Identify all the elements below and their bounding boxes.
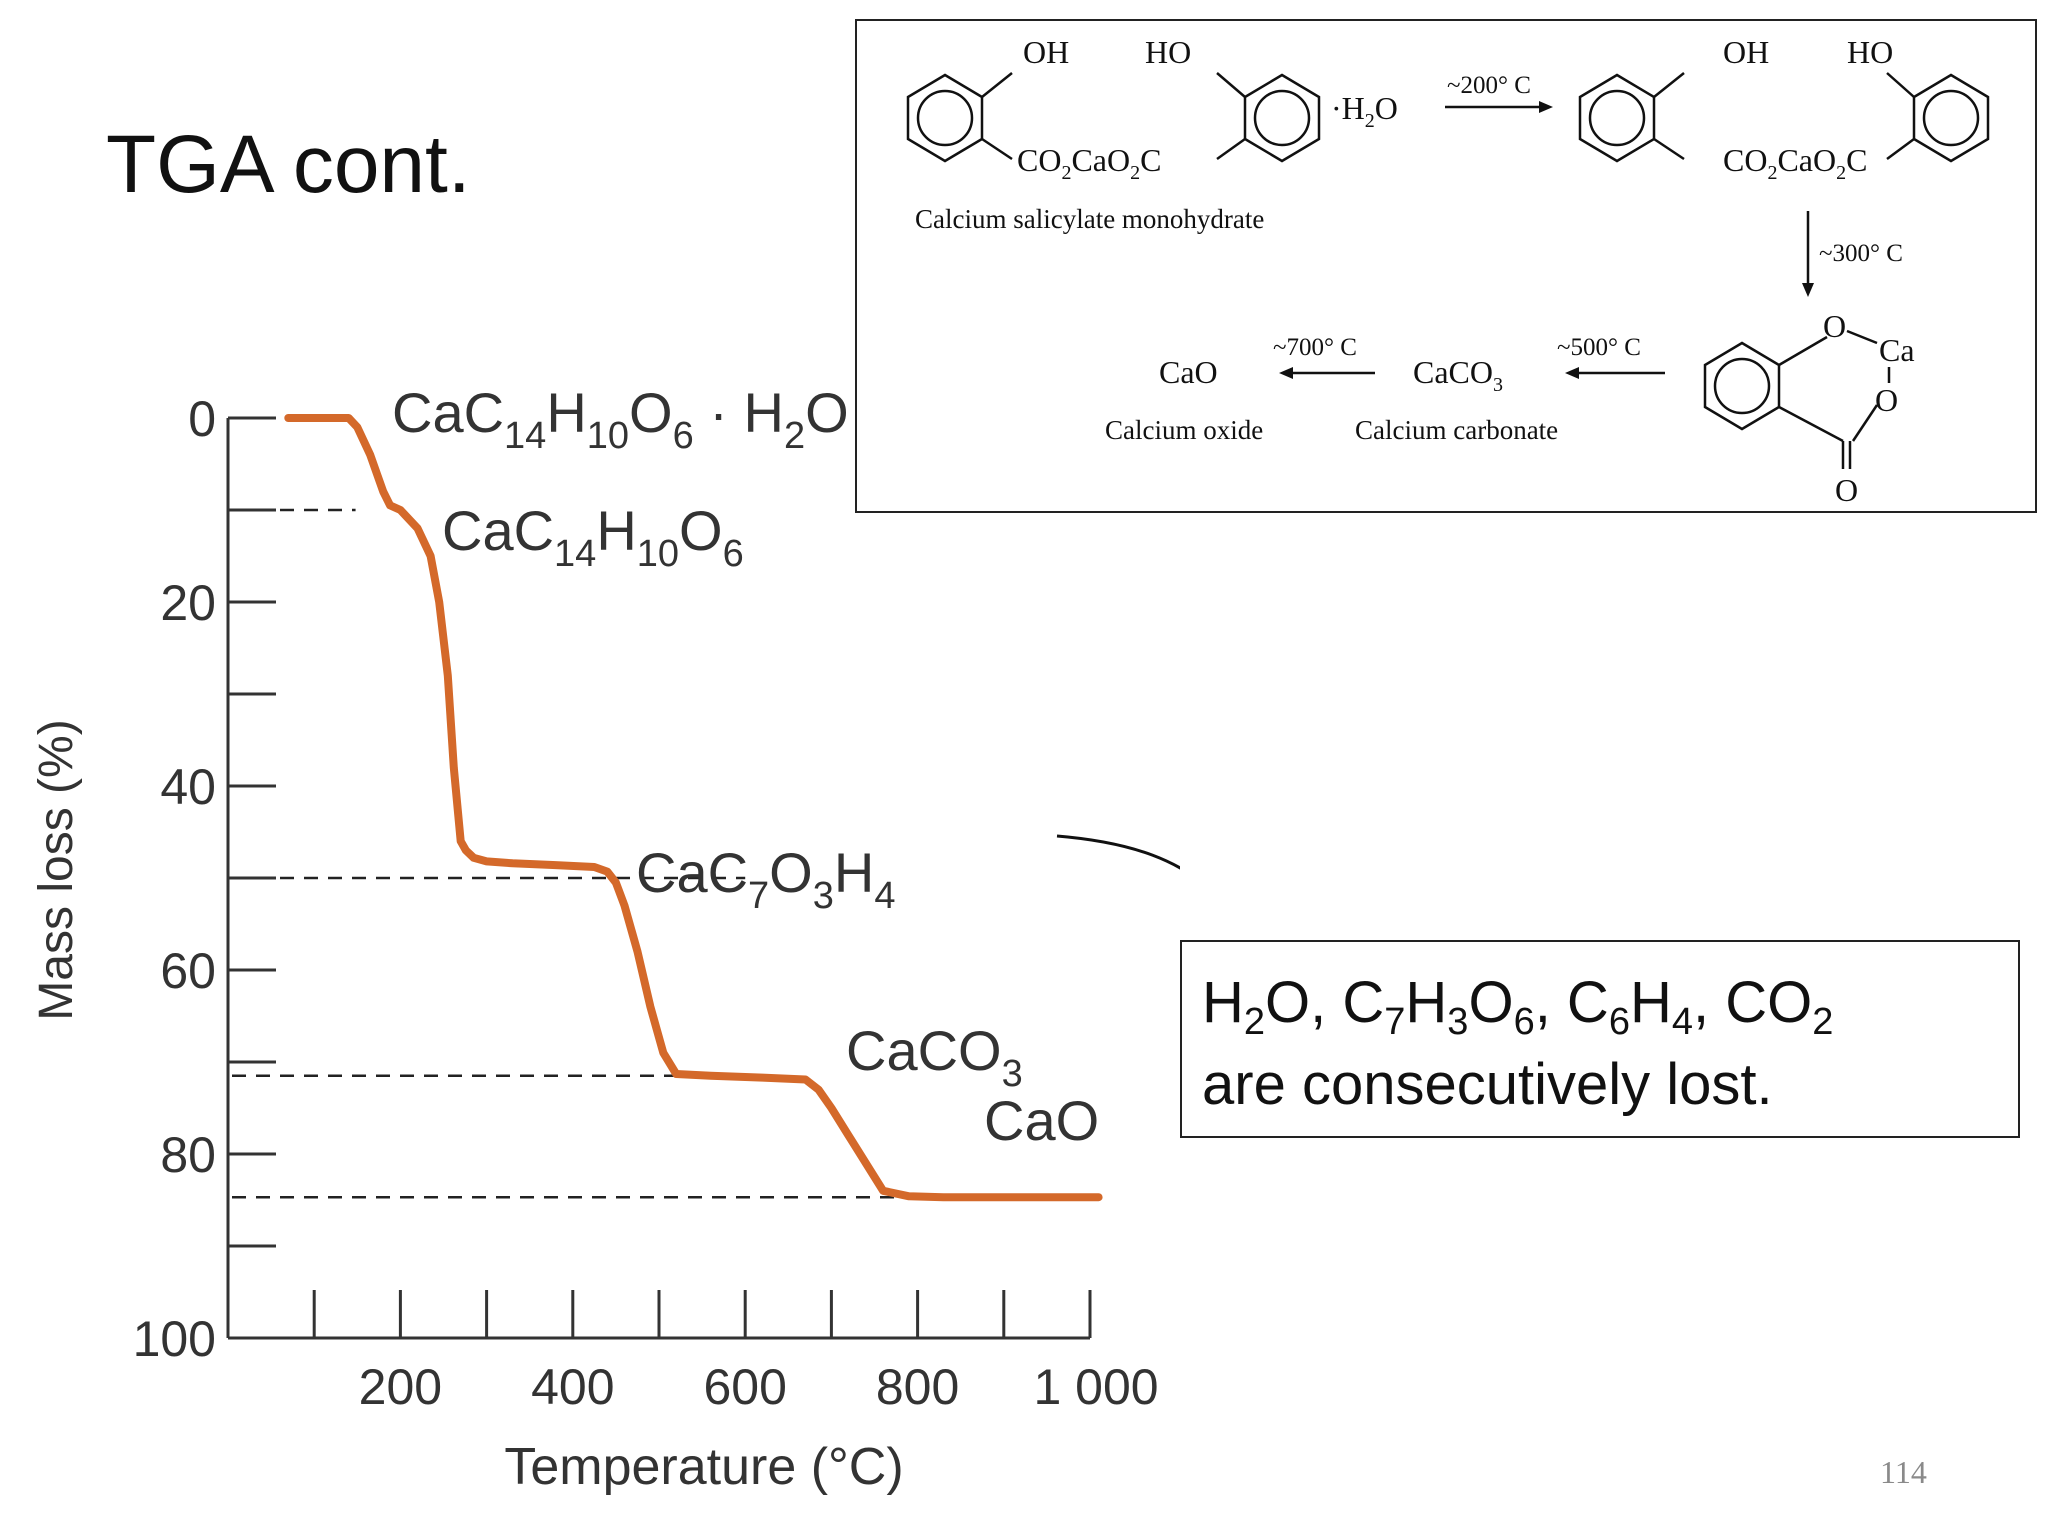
annotation-subscript: 10 — [587, 415, 629, 457]
page-number: 114 — [1880, 1454, 1927, 1490]
annotation-layer: CaC14H10O6 · H2OCaC14H10O6CaC7O3H4CaCO3C… — [392, 381, 1099, 1152]
arrow-500-head — [1565, 367, 1579, 379]
arrow-700-head — [1279, 367, 1293, 379]
annotation-text: O — [679, 499, 723, 562]
annotation-subscript: 14 — [504, 415, 546, 457]
cao-name: Calcium oxide — [1105, 415, 1263, 445]
annotation-text: CaC — [636, 841, 748, 904]
ring-oxygen-3: O — [1835, 472, 1858, 508]
ring-oxygen-1: O — [1823, 308, 1846, 344]
annotation-text: CaC — [392, 381, 504, 444]
temp-700-label: ~700° C — [1273, 334, 1357, 361]
x-axis-label: Temperature (°C) — [504, 1438, 903, 1496]
arrow-200-head — [1539, 101, 1553, 113]
ho-label-1: HO — [1145, 34, 1191, 70]
annotation-subscript: 14 — [554, 533, 596, 575]
ring-oxygen-2: O — [1875, 382, 1898, 418]
cao-formula: CaO — [1159, 354, 1218, 390]
slide-title: TGA cont. — [106, 119, 471, 210]
ring-bond-o-ca — [1846, 329, 1878, 345]
salt-formula-2: CO2CaO2C — [1723, 142, 1867, 184]
annotation-label: CaCO3 — [846, 1019, 1023, 1095]
summary-box: H2O, C7H3O6, C6H4, CO2 are consecutively… — [1180, 940, 2020, 1138]
x-tick-label: 1 000 — [1033, 1359, 1158, 1415]
pointer-arrow — [1056, 834, 1180, 870]
annotation-text: O — [769, 841, 813, 904]
y-tick-label: 100 — [133, 1311, 216, 1367]
y-tick-label: 60 — [160, 943, 216, 999]
salt-formula-1: CO2CaO2C — [1017, 142, 1161, 184]
summary-line-2: are consecutively lost. — [1202, 1052, 1773, 1117]
arrow-300-head — [1802, 283, 1814, 297]
chart-axes: 0 20 40 60 80 100 200 400 600 800 1 000 — [133, 391, 1159, 1415]
caco3-formula: CaCO3 — [1413, 354, 1503, 396]
benzene-ring-1 — [906, 72, 1013, 163]
annotation-text: H — [834, 841, 874, 904]
benzene-ring-3 — [1578, 72, 1685, 163]
oh-label-1: OH — [1023, 34, 1069, 70]
annotation-subscript: 7 — [748, 875, 769, 917]
benzene-ring-5 — [1703, 335, 1879, 469]
summary-line-1: H2O, C7H3O6, C6H4, CO2 — [1202, 970, 1834, 1043]
monohydrate-label: Calcium salicylate monohydrate — [915, 204, 1264, 234]
annotation-subscript: 3 — [1002, 1053, 1023, 1095]
annotation-text: CaC — [442, 499, 554, 562]
benzene-ring-4 — [1886, 72, 1990, 163]
series-layer — [284, 414, 1103, 1202]
temp-300-label: ~300° C — [1819, 240, 1903, 267]
annotation-text: CaCO — [846, 1019, 1002, 1082]
benzene-ring-2 — [1216, 72, 1321, 163]
y-tick-label: 20 — [160, 575, 216, 631]
x-tick-label: 800 — [876, 1359, 959, 1415]
mass-loss-curve — [284, 414, 1103, 1202]
annotation-text: H — [596, 499, 636, 562]
temp-500-label: ~500° C — [1557, 334, 1641, 361]
ho-label-2: HO — [1847, 34, 1893, 70]
x-tick-label: 200 — [359, 1359, 442, 1415]
annotation-label: CaC14H10O6 — [442, 499, 744, 575]
annotation-label: CaC7O3H4 — [636, 841, 895, 917]
annotation-subscript: 6 — [673, 415, 694, 457]
annotation-subscript: 10 — [637, 533, 679, 575]
annotation-subscript: 2 — [784, 415, 805, 457]
x-tick-label: 400 — [531, 1359, 614, 1415]
annotation-subscript: 3 — [813, 875, 834, 917]
oh-label-2: OH — [1723, 34, 1769, 70]
annotation-text: O — [805, 381, 849, 444]
x-tick-label: 600 — [703, 1359, 786, 1415]
annotation-subscript: 4 — [874, 875, 895, 917]
annotation-label: CaO — [984, 1089, 1099, 1152]
y-tick-label: 40 — [160, 759, 216, 815]
hydrate-formula: ·H2O — [1331, 90, 1398, 132]
annotation-subscript: 6 — [723, 533, 744, 575]
y-tick-label: 0 — [188, 391, 216, 447]
reaction-scheme: OH HO OH HO CO2CaO2C CO2CaO2C ·H2O Calci… — [855, 19, 2037, 513]
ring-calcium: Ca — [1879, 332, 1915, 368]
annotation-label: CaC14H10O6 · H2O — [392, 381, 849, 457]
y-axis-label: Mass loss (%) — [30, 719, 83, 1020]
caco3-name: Calcium carbonate — [1355, 415, 1558, 445]
annotation-text: · H — [694, 381, 784, 444]
annotation-text: H — [546, 381, 586, 444]
reference-lines — [232, 508, 918, 1199]
y-tick-label: 80 — [160, 1127, 216, 1183]
annotation-text: CaO — [984, 1089, 1099, 1152]
temp-200-label: ~200° C — [1447, 72, 1531, 99]
annotation-text: O — [629, 381, 673, 444]
